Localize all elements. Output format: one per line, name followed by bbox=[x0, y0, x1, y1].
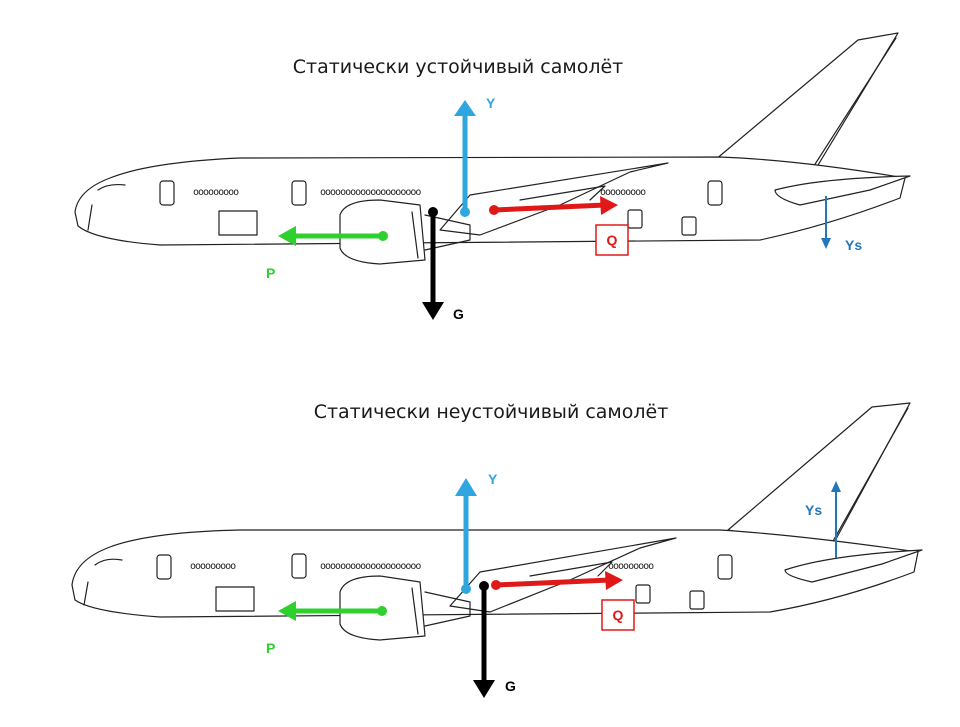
svg-text:ooooooooo: ooooooooo bbox=[190, 561, 236, 572]
drag-label-box bbox=[595, 224, 629, 256]
tail-force-label: Ys bbox=[845, 237, 862, 253]
horizontal-stabilizer bbox=[784, 549, 923, 583]
unstable-aircraft-diagram: Статически неустойчивый самолёт oooooooo… bbox=[0, 360, 960, 720]
lift-label: Y bbox=[486, 95, 496, 111]
svg-text:ooooooooo: ooooooooo bbox=[600, 187, 646, 198]
force-arrows bbox=[278, 478, 841, 698]
weight-label: G bbox=[505, 678, 516, 694]
drag-label: Q bbox=[613, 607, 624, 623]
airplane-outline: ooooooooo oooooooooooooooooooo ooooooooo bbox=[71, 402, 923, 641]
force-arrows bbox=[278, 100, 831, 320]
tail-force-label: Ys bbox=[805, 502, 822, 518]
horizontal-stabilizer bbox=[774, 175, 911, 206]
vertical-tail bbox=[714, 32, 899, 171]
drag-label-box bbox=[601, 599, 635, 631]
unstable-aircraft-figure: Статически неустойчивый самолёт oooooooo… bbox=[71, 401, 923, 698]
lift-label: Y bbox=[488, 471, 498, 487]
drag-arrow bbox=[493, 202, 606, 213]
drag-arrow bbox=[495, 577, 611, 588]
diagram-title: Статически устойчивый самолёт bbox=[293, 56, 623, 78]
thrust-label: P bbox=[266, 265, 275, 281]
drag-label: Q bbox=[607, 232, 618, 248]
svg-text:ooooooooo: ooooooooo bbox=[193, 187, 239, 198]
vertical-tail bbox=[727, 402, 911, 551]
weight-label: G bbox=[453, 306, 464, 322]
svg-text:oooooooooooooooooooo: oooooooooooooooooooo bbox=[320, 187, 421, 198]
svg-text:ooooooooo: ooooooooo bbox=[608, 561, 654, 572]
stable-aircraft-figure: Статически устойчивый самолёт ooooooooo … bbox=[74, 32, 911, 322]
airplane-outline: ooooooooo oooooooooooooooooooo ooooooooo bbox=[74, 32, 911, 265]
stable-aircraft-diagram: Статически устойчивый самолёт ooooooooo … bbox=[0, 0, 960, 360]
diagram-title: Статически неустойчивый самолёт bbox=[314, 401, 669, 423]
thrust-label: P bbox=[266, 640, 275, 656]
svg-text:oooooooooooooooooooo: oooooooooooooooooooo bbox=[320, 561, 421, 572]
